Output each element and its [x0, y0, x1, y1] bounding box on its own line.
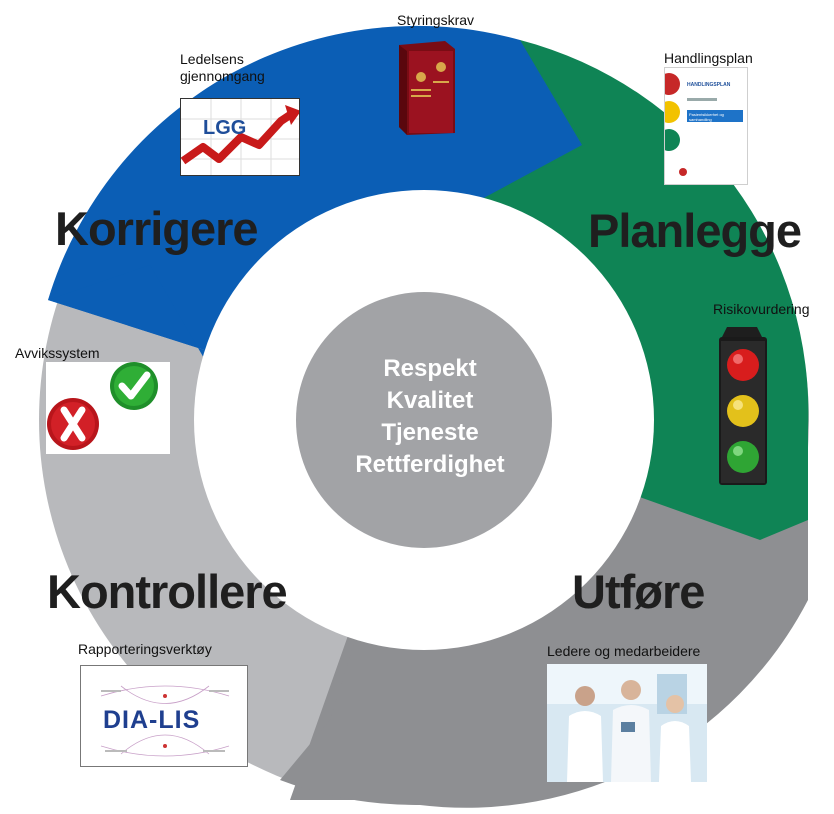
- label-risikovurdering: Risikovurdering: [713, 301, 810, 317]
- label-ledere: Ledere og medarbeidere: [547, 643, 701, 659]
- value-tjeneste: Tjeneste: [381, 419, 479, 446]
- trend-arrow-icon: LGG: [180, 98, 300, 176]
- label-rapportering: Rapporteringsverktøy: [78, 641, 212, 657]
- value-respekt: Respekt: [383, 355, 477, 382]
- value-rettferdighet: Rettferdighet: [355, 451, 505, 478]
- deviation-system-card: [46, 362, 170, 454]
- label-planlegge: Planlegge: [588, 204, 802, 257]
- action-plan-document: HANDLINGSPLAN Pasientsikkerhet og samhan…: [664, 67, 748, 185]
- label-avvikssystem: Avvikssystem: [15, 345, 100, 361]
- value-kvalitet: Kvalitet: [386, 387, 474, 414]
- traffic-light-icon: [713, 325, 771, 487]
- label-ledelsens: Ledelsens gjennomgang: [180, 51, 265, 84]
- green-check-icon: [110, 362, 158, 410]
- label-korrigere: Korrigere: [55, 202, 259, 255]
- staff-photo: [547, 664, 707, 782]
- label-kontrollere: Kontrollere: [47, 565, 288, 618]
- law-book-icon: [393, 37, 463, 137]
- lgg-logo: LGG: [203, 117, 247, 139]
- red-x-icon: [47, 398, 99, 450]
- label-styringskrav: Styringskrav: [397, 12, 475, 28]
- label-handlingsplan: Handlingsplan: [664, 50, 753, 66]
- center-values: Respekt Kvalitet Tjeneste Rettferdighet: [325, 353, 535, 481]
- dia-lis-logo: DIA-LIS: [103, 706, 201, 734]
- center-disc: [296, 292, 552, 548]
- reporting-tool-card: DIA-LIS: [80, 665, 248, 767]
- label-utfore: Utføre: [572, 565, 705, 618]
